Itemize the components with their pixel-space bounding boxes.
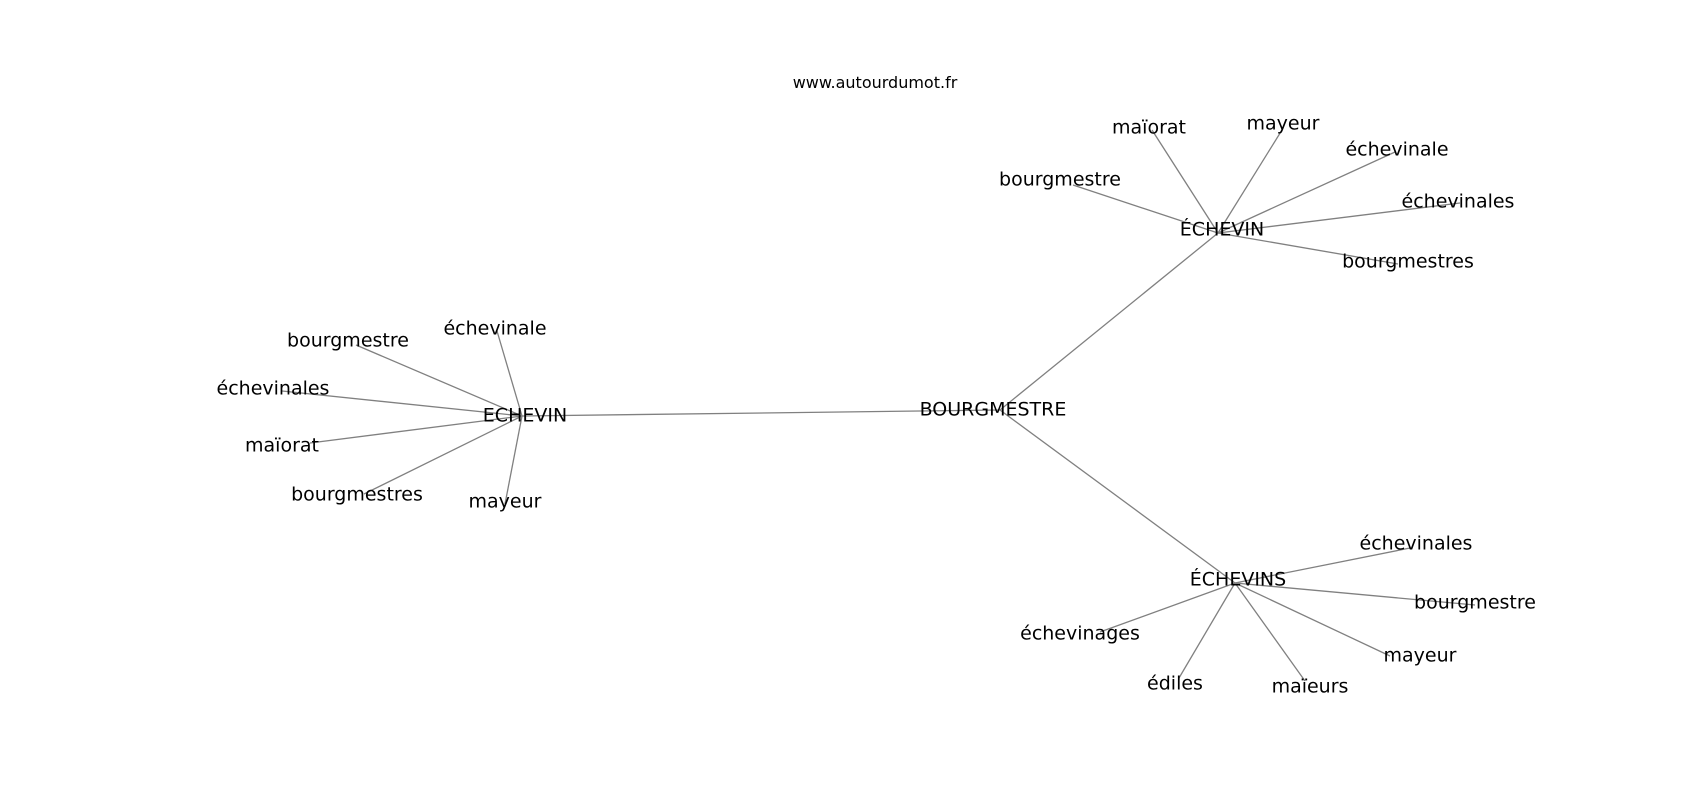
edge-cluster-2-leaf-2	[1099, 582, 1236, 633]
edge-cluster-0-leaf-0	[355, 344, 523, 417]
leaf-node-label: bourgmestres	[291, 484, 423, 506]
edge-center-to-cluster-0	[521, 409, 1001, 417]
edge-cluster-1-leaf-5	[1217, 232, 1399, 265]
edge-cluster-1-leaf-3	[1217, 151, 1396, 234]
edge-cluster-2-leaf-0	[1234, 547, 1411, 584]
edge-cluster-1-leaf-0	[1151, 129, 1219, 234]
edge-cluster-1-leaf-1	[1217, 129, 1283, 234]
leaf-node-label: échevinale	[1345, 139, 1448, 161]
center-node-label: BOURGMESTRE	[920, 399, 1067, 421]
leaf-node-label: maïorat	[1112, 117, 1186, 139]
edges-layer	[281, 129, 1476, 682]
leaf-node-label: échevinale	[443, 318, 546, 340]
leaf-node-label: bourgmestre	[999, 169, 1121, 191]
edge-cluster-0-leaf-5	[504, 415, 523, 505]
leaf-node-label: échevinages	[1020, 623, 1140, 645]
leaf-node-label: bourgmestres	[1342, 251, 1474, 273]
leaf-node-label: échevinales	[217, 378, 330, 400]
edge-cluster-2-leaf-1	[1234, 582, 1476, 606]
edge-cluster-0-leaf-4	[363, 415, 523, 495]
edge-cluster-0-leaf-3	[309, 415, 523, 444]
edge-cluster-0-leaf-2	[281, 390, 523, 417]
leaf-node-label: bourgmestre	[1414, 592, 1536, 614]
leaf-node-label: maïorat	[245, 435, 319, 457]
leaf-node-label: maïeurs	[1272, 676, 1349, 698]
leaf-node-label: mayeur	[469, 491, 542, 513]
cluster-node-label: ÉCHEVINS	[1190, 568, 1286, 591]
edge-cluster-2-leaf-5	[1234, 582, 1306, 682]
leaf-node-label: mayeur	[1384, 645, 1457, 667]
cluster-node-label: ECHEVIN	[483, 405, 567, 427]
site-label: www.autourdumot.fr	[793, 73, 958, 92]
edge-cluster-2-leaf-4	[1178, 582, 1236, 679]
leaf-node-label: édiles	[1147, 673, 1203, 695]
edge-center-to-cluster-1	[999, 232, 1219, 411]
cluster-node-label: ÉCHEVIN	[1180, 218, 1264, 241]
leaf-node-label: mayeur	[1247, 113, 1320, 135]
edge-cluster-2-leaf-3	[1234, 582, 1391, 657]
leaf-node-label: bourgmestre	[287, 330, 409, 352]
labels-layer: BOURGMESTRE ECHEVIN bourgmestre échevinale é…	[217, 113, 1536, 698]
leaf-node-label: échevinales	[1360, 533, 1473, 555]
leaf-node-label: échevinales	[1402, 191, 1515, 213]
edge-center-to-cluster-2	[999, 409, 1236, 584]
edge-cluster-1-leaf-4	[1217, 202, 1461, 234]
edge-cluster-1-leaf-2	[1072, 184, 1219, 234]
edge-cluster-0-leaf-1	[496, 330, 523, 417]
